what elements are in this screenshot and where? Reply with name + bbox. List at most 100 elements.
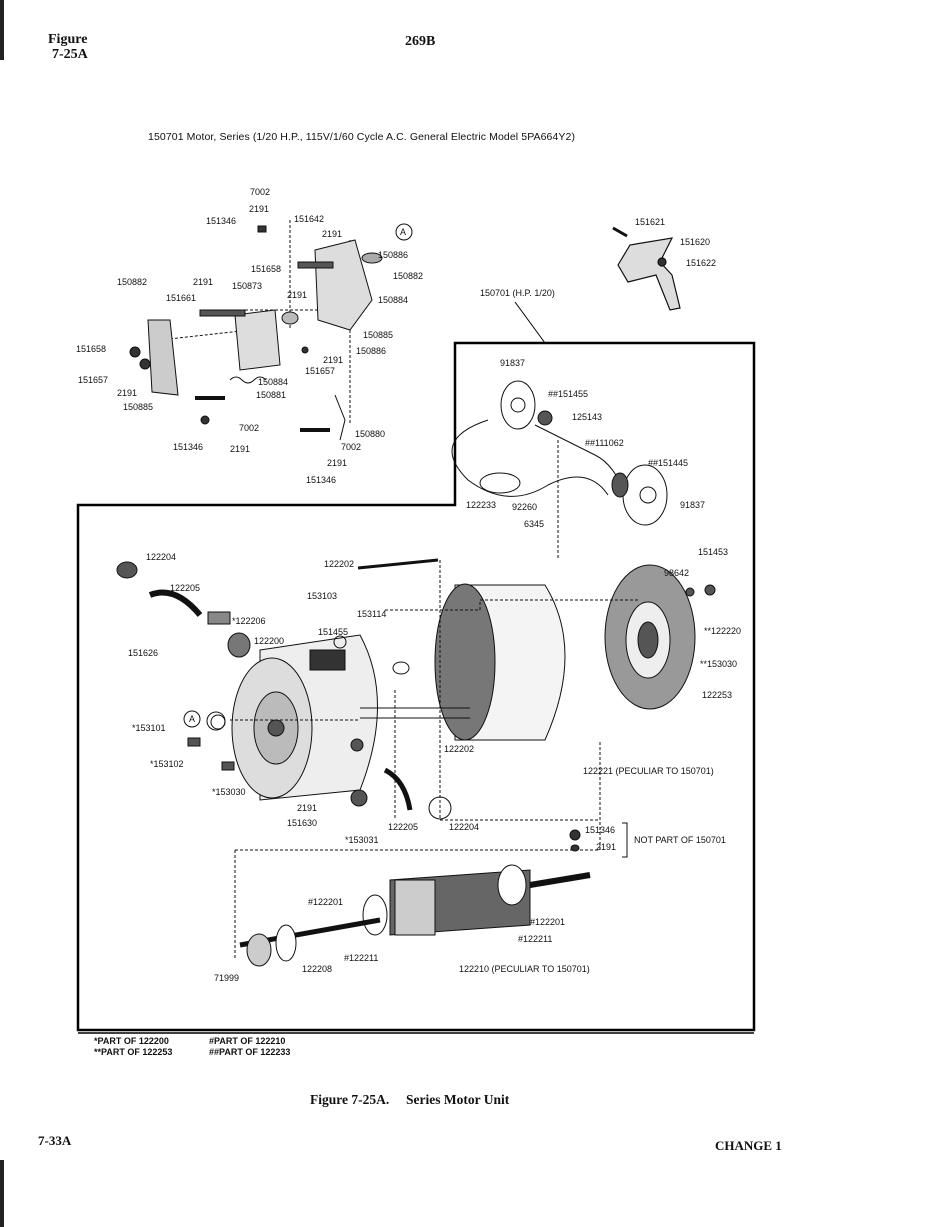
callout: 153103 [307,591,337,601]
caption-text: Series Motor Unit [406,1092,510,1107]
callout: 150880 [355,429,385,439]
figure-label: Figure 7-25A [48,32,88,62]
callout: 6345 [524,519,544,529]
callout: 151621 [635,217,665,227]
callout: 122204 [146,552,176,562]
callout: 151658 [76,344,106,354]
footnotes-right: #PART OF 122210 ##PART OF 122233 [209,1036,290,1058]
callout: *153031 [345,835,379,845]
motor-ref-callout: 150701 (H.P. 1/20) [480,288,555,298]
diagram-title: 150701 Motor, Series (1/20 H.P., 115V/1/… [148,131,576,143]
callout: **153030 [700,659,737,669]
footnote: ##PART OF 122233 [209,1047,291,1057]
change-label: CHANGE 1 [715,1138,782,1153]
callout: 151657 [78,375,108,385]
callout: 122202 [324,559,354,569]
armature-callouts: #122201 #122201 #122211 #122211 71999 12… [214,897,590,983]
footnotes-left: *PART OF 122200 **PART OF 122253 [94,1036,172,1058]
callout: #122201 [530,917,565,927]
callout: *122206 [232,616,266,626]
bracket-callouts: 151621 151620 151622 150701 (H.P. 1/20) [480,217,716,298]
callout: 122233 [466,500,496,510]
callout: 150885 [123,402,153,412]
brush-holder-cluster [129,220,413,441]
callout: 151658 [251,264,281,274]
callout: 151455 [318,627,348,637]
callout: *153102 [150,759,184,769]
callout: 7002 [341,442,361,452]
callout: 122205 [388,822,418,832]
callout: 150885 [363,330,393,340]
callout: 151346 [306,475,336,485]
callout: 2191 [323,355,343,365]
callout: 91837 [500,358,525,368]
inset-callouts: 91837 ##151455 125143 ##111062 ##151445 … [466,358,705,529]
not-part-bracket [622,822,628,858]
callout: 92260 [512,502,537,512]
page-code: 269B [405,34,436,49]
scan-edge-mark [0,0,4,60]
callout: 150884 [378,295,408,305]
footnote: *PART OF 122200 [94,1036,169,1046]
callout: 122210 (PECULIAR TO 150701) [459,964,590,974]
scan-edge-mark [0,1160,4,1227]
callout: 122208 [302,964,332,974]
callout: 151346 [585,825,615,835]
callout: 150881 [256,390,286,400]
leader-motor-ref [514,301,546,344]
callout: 2191 [327,458,347,468]
figure-caption: Figure 7-25A. Series Motor Unit [310,1092,509,1108]
callout: 2191 [596,842,616,852]
callout: 151346 [206,216,236,226]
diagram-frame [76,341,756,1032]
callout: 150882 [393,271,423,281]
callout: 150886 [378,250,408,260]
callout: ##111062 [585,438,624,448]
callout: 122202 [444,744,474,754]
callout: 150882 [117,277,147,287]
callout: 71999 [214,973,239,983]
callout: 151657 [305,366,335,376]
callout: 151620 [680,237,710,247]
callout: ##151445 [648,458,688,468]
callout: *153030 [212,787,246,797]
callout: 122205 [170,583,200,593]
callout: 122221 (PECULIAR TO 150701) [583,766,714,776]
callout: 150886 [356,346,386,356]
not-part-label: NOT PART OF 150701 [634,835,726,845]
callout: 151642 [294,214,324,224]
callout: 153114 [357,609,386,619]
callout: 151453 [698,547,728,557]
page-ref: 7-33A [38,1133,72,1148]
callout: 91837 [680,500,705,510]
callout-circle-a: A [400,227,406,237]
callout: 2191 [322,229,342,239]
callout: 151661 [166,293,196,303]
top-cluster-callouts: 7002 2191 151346 151642 2191 150886 1516… [76,187,423,485]
footnote: **PART OF 122253 [94,1047,173,1057]
callout: 122253 [702,690,732,700]
footnote: #PART OF 122210 [209,1036,286,1046]
callout: 122204 [449,822,479,832]
callout: 151346 [173,442,203,452]
callout: 2191 [193,277,213,287]
callout: 2191 [287,290,307,300]
callout: 2191 [297,803,317,813]
figure-label-line2: 7-25A [52,47,88,62]
callout: #122211 [518,934,552,944]
callout: #122211 [344,953,378,963]
callout: #122201 [308,897,343,907]
callout: 150873 [232,281,262,291]
callout: 7002 [239,423,259,433]
callout: 2191 [249,204,269,214]
inset-cord-parts [451,380,668,560]
callout: ##151455 [548,389,588,399]
callout: 2191 [230,444,250,454]
motor-assembly [116,558,716,967]
callout: 150884 [258,377,288,387]
callout: 151622 [686,258,716,268]
main-callouts: 122204 122205 122202 153103 153114 *1222… [128,547,741,852]
callout: 7002 [250,187,270,197]
callout: 151630 [287,818,317,828]
